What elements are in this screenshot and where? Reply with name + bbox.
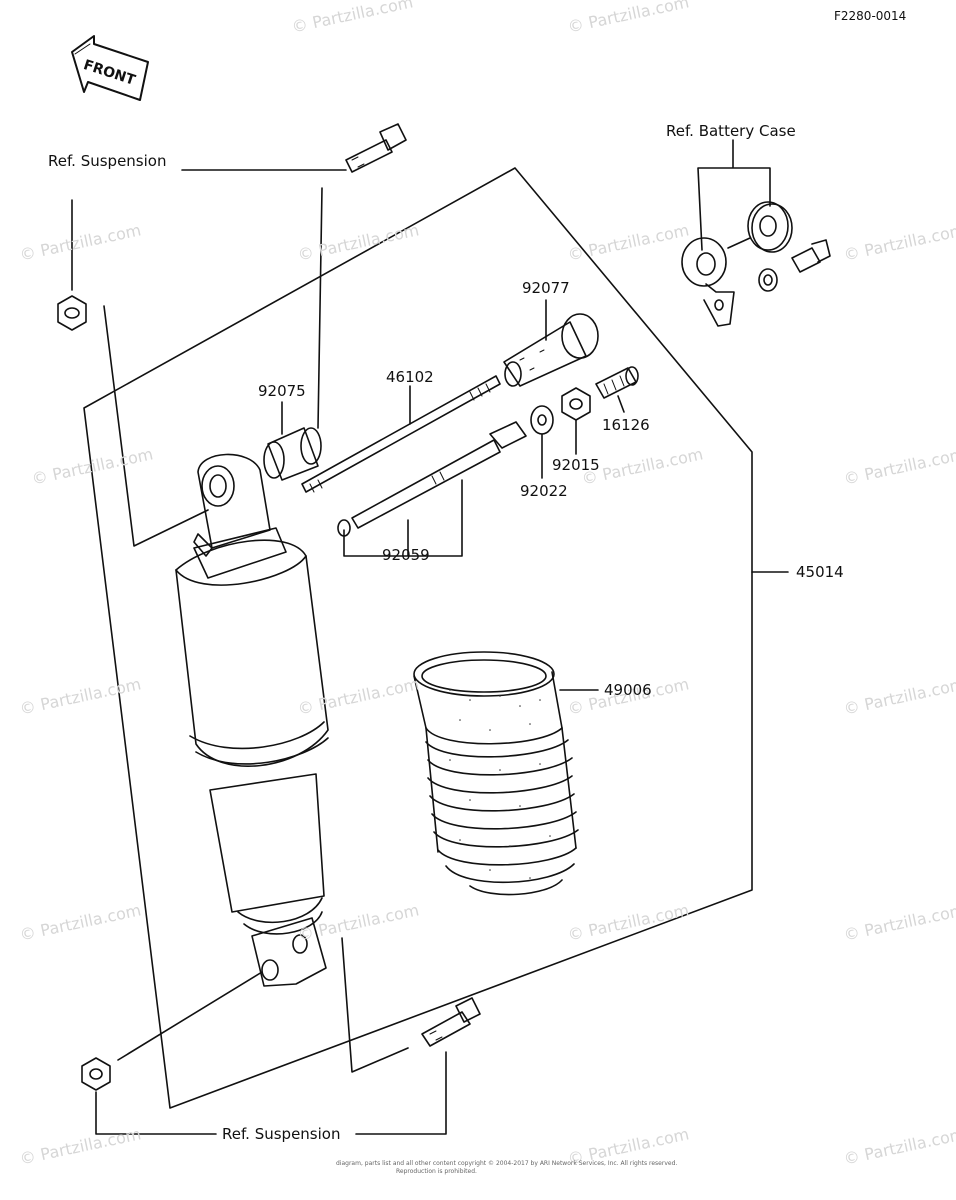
ref-suspension-top-label: Ref. Suspension [48,152,167,170]
battery-washer-terminal-icon [682,238,734,326]
boot-texture [449,689,551,879]
ref-suspension-bottom-label: Ref. Suspension [222,1125,341,1143]
leader-92059 [344,480,462,556]
part-label-46102[interactable]: 46102 [386,368,434,386]
leader-16126 [618,396,624,412]
part-label-92059[interactable]: 92059 [382,546,430,564]
part-49006-boot-icon [414,652,578,895]
ref-battery-case-label: Ref. Battery Case [666,122,796,140]
top-bolt-icon [346,124,406,172]
leader-bottom-nut-to-shock [118,972,262,1060]
part-16126-valve-icon [596,367,638,398]
part-label-92022[interactable]: 92022 [520,482,568,500]
battery-small-washer-icon [759,269,777,291]
bottom-bolt-icon [422,998,480,1046]
part-92015-nut-icon [562,388,590,420]
shock-absorber-icon [176,454,328,986]
leader-top-bolt-down [318,188,322,428]
part-92077-sleeve-icon [504,314,598,386]
leader-nut-to-shock [104,306,208,546]
part-92059-fitting-icon [338,422,526,536]
part-label-49006[interactable]: 49006 [604,681,652,699]
leader-bottom-bolt [342,938,408,1072]
part-label-16126[interactable]: 16126 [602,416,650,434]
part-46102-rod-icon [302,376,500,492]
front-arrow-icon [72,36,148,100]
top-nut-icon [58,296,86,330]
leader-battery-case [698,140,770,250]
part-label-92015[interactable]: 92015 [552,456,600,474]
copyright-line-2: Reproduction is prohibited. [396,1168,477,1175]
bottom-nut-icon [82,1058,110,1090]
part-label-92077[interactable]: 92077 [522,279,570,297]
leader-ref-suspension-bottom [96,1052,446,1134]
part-label-45014[interactable]: 45014 [796,563,844,581]
part-label-92075[interactable]: 92075 [258,382,306,400]
battery-bolt-icon [792,240,830,272]
diagram-code: F2280-0014 [834,9,907,23]
battery-grommet-icon [728,202,792,252]
part-92075-bushing-icon [264,428,321,480]
part-92022-washer-icon [531,406,553,434]
copyright-line-1: diagram, parts list and all other conten… [336,1160,678,1167]
